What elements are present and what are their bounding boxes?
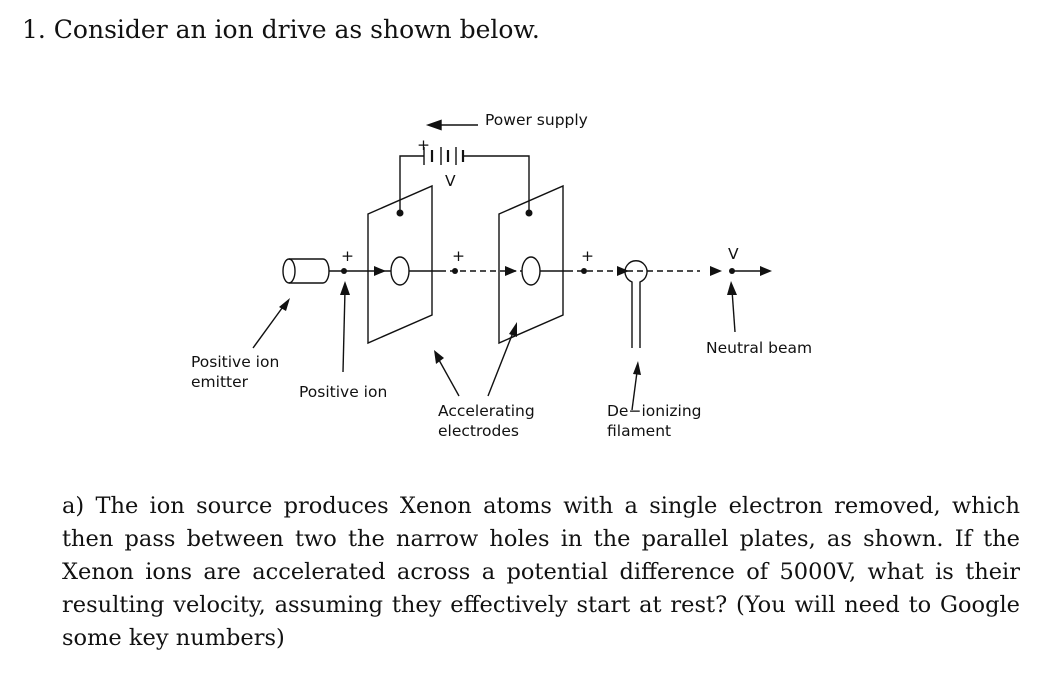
power-supply-label: Power supply xyxy=(485,111,588,129)
ion-drive-diagram: Power supply V + + + + V Positive ion em… xyxy=(191,111,812,440)
ion-emitter-label-line1: Positive ion xyxy=(191,353,279,371)
power-supply-arrow xyxy=(425,119,478,131)
voltage-label: V xyxy=(445,172,456,190)
plus-sign-2: + xyxy=(452,247,465,265)
filament-label-line2: filament xyxy=(607,422,671,440)
ion-emitter-cylinder xyxy=(282,258,330,284)
deionizing-filament xyxy=(624,260,648,348)
question-a-text: a) The ion source produces Xenon atoms w… xyxy=(62,493,1020,651)
electrodes-label-line2: electrodes xyxy=(438,422,519,440)
problem-heading: 1. Consider an ion drive as shown below. xyxy=(22,15,540,44)
label-pointers xyxy=(252,289,736,411)
power-supply-wires xyxy=(399,155,530,213)
filament-label-line1: De−ionizing xyxy=(607,402,701,420)
ion-emitter-label-line2: emitter xyxy=(191,373,249,391)
plus-sign-3: + xyxy=(581,247,594,265)
beam-velocity-label: V xyxy=(728,245,739,263)
neutral-beam-label: Neutral beam xyxy=(706,339,812,357)
plus-sign-1: + xyxy=(341,247,354,265)
positive-ion-label: Positive ion xyxy=(299,383,387,401)
electrodes-label-line1: Accelerating xyxy=(438,402,535,420)
accelerating-electrode-2 xyxy=(498,184,564,345)
battery-plus-sign: + xyxy=(417,136,430,154)
